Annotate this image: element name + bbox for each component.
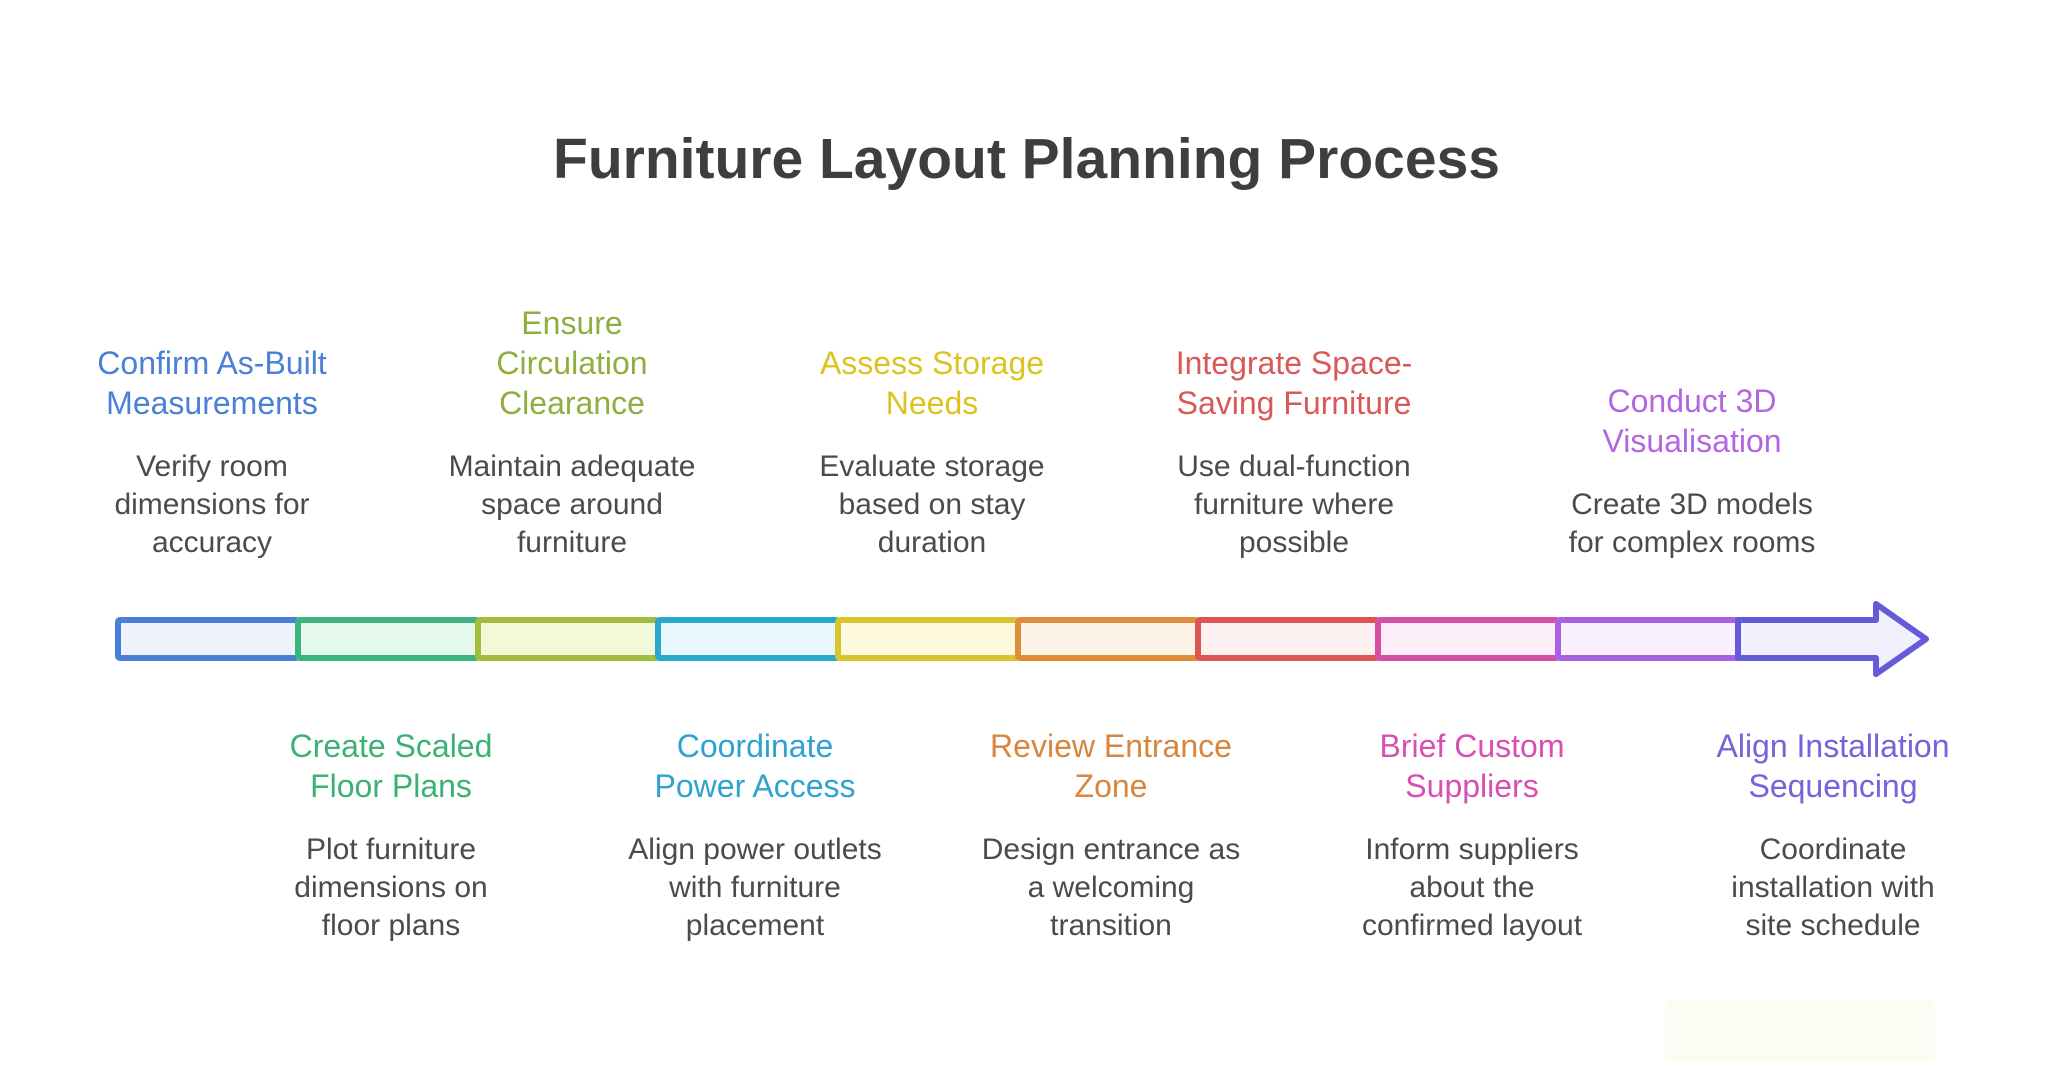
step-description: Verify room dimensions for accuracy bbox=[114, 450, 310, 559]
arrow-segment bbox=[1555, 617, 1741, 661]
step-title: Assess Storage Needs bbox=[819, 345, 1045, 421]
step-title: Coordinate Power Access bbox=[654, 728, 856, 804]
step-description: Inform suppliers about the confirmed lay… bbox=[1361, 833, 1583, 942]
step-title: Brief Custom Suppliers bbox=[1379, 728, 1565, 804]
step-title: Review Entrance Zone bbox=[990, 728, 1232, 804]
step-description: Align power outlets with furniture place… bbox=[628, 833, 882, 942]
step-3d-visualisation: Conduct 3D Visualisation Create 3D model… bbox=[1512, 381, 1872, 562]
step-title: Ensure Circulation Clearance bbox=[496, 305, 648, 421]
arrow-segment bbox=[475, 617, 661, 661]
step-entrance-zone: Review Entrance Zone Design entrance as … bbox=[931, 726, 1291, 945]
step-title: Align Installation Sequencing bbox=[1716, 728, 1950, 804]
arrow-segment bbox=[1375, 617, 1561, 661]
step-power-access: Coordinate Power Access Align power outl… bbox=[575, 726, 935, 945]
arrow-segment bbox=[1015, 617, 1201, 661]
arrow-segment bbox=[115, 617, 301, 661]
step-confirm-measurements: Confirm As-Built Measurements Verify roo… bbox=[32, 343, 392, 562]
page-title: Furniture Layout Planning Process bbox=[553, 127, 1500, 191]
step-description: Design entrance as a welcoming transitio… bbox=[981, 833, 1241, 942]
step-title: Integrate Space- Saving Furniture bbox=[1175, 345, 1413, 421]
step-installation-sequencing: Align Installation Sequencing Coordinate… bbox=[1653, 726, 2013, 945]
step-scaled-floor-plans: Create Scaled Floor Plans Plot furniture… bbox=[211, 726, 571, 945]
step-title: Confirm As-Built Measurements bbox=[97, 345, 327, 421]
arrow-segment bbox=[1735, 601, 1929, 677]
step-description: Use dual-function furniture where possib… bbox=[1177, 450, 1411, 559]
step-circulation-clearance: Ensure Circulation Clearance Maintain ad… bbox=[392, 303, 752, 562]
step-description: Maintain adequate space around furniture bbox=[448, 450, 696, 559]
arrow-segment bbox=[835, 617, 1021, 661]
step-title: Conduct 3D Visualisation bbox=[1602, 383, 1782, 459]
arrow-segment bbox=[295, 617, 481, 661]
step-description: Evaluate storage based on stay duration bbox=[819, 450, 1045, 559]
step-title: Create Scaled Floor Plans bbox=[289, 728, 493, 804]
process-timeline-arrow bbox=[115, 601, 1929, 677]
step-description: Plot furniture dimensions on floor plans bbox=[294, 833, 488, 942]
step-storage-needs: Assess Storage Needs Evaluate storage ba… bbox=[752, 343, 1112, 562]
step-description: Coordinate installation with site schedu… bbox=[1731, 833, 1935, 942]
step-space-saving-furniture: Integrate Space- Saving Furniture Use du… bbox=[1114, 343, 1474, 562]
arrow-segment bbox=[655, 617, 841, 661]
watermark bbox=[1665, 1000, 1935, 1062]
arrow-segment bbox=[1195, 617, 1381, 661]
step-custom-suppliers: Brief Custom Suppliers Inform suppliers … bbox=[1292, 726, 1652, 945]
step-description: Create 3D models for complex rooms bbox=[1568, 488, 1816, 559]
